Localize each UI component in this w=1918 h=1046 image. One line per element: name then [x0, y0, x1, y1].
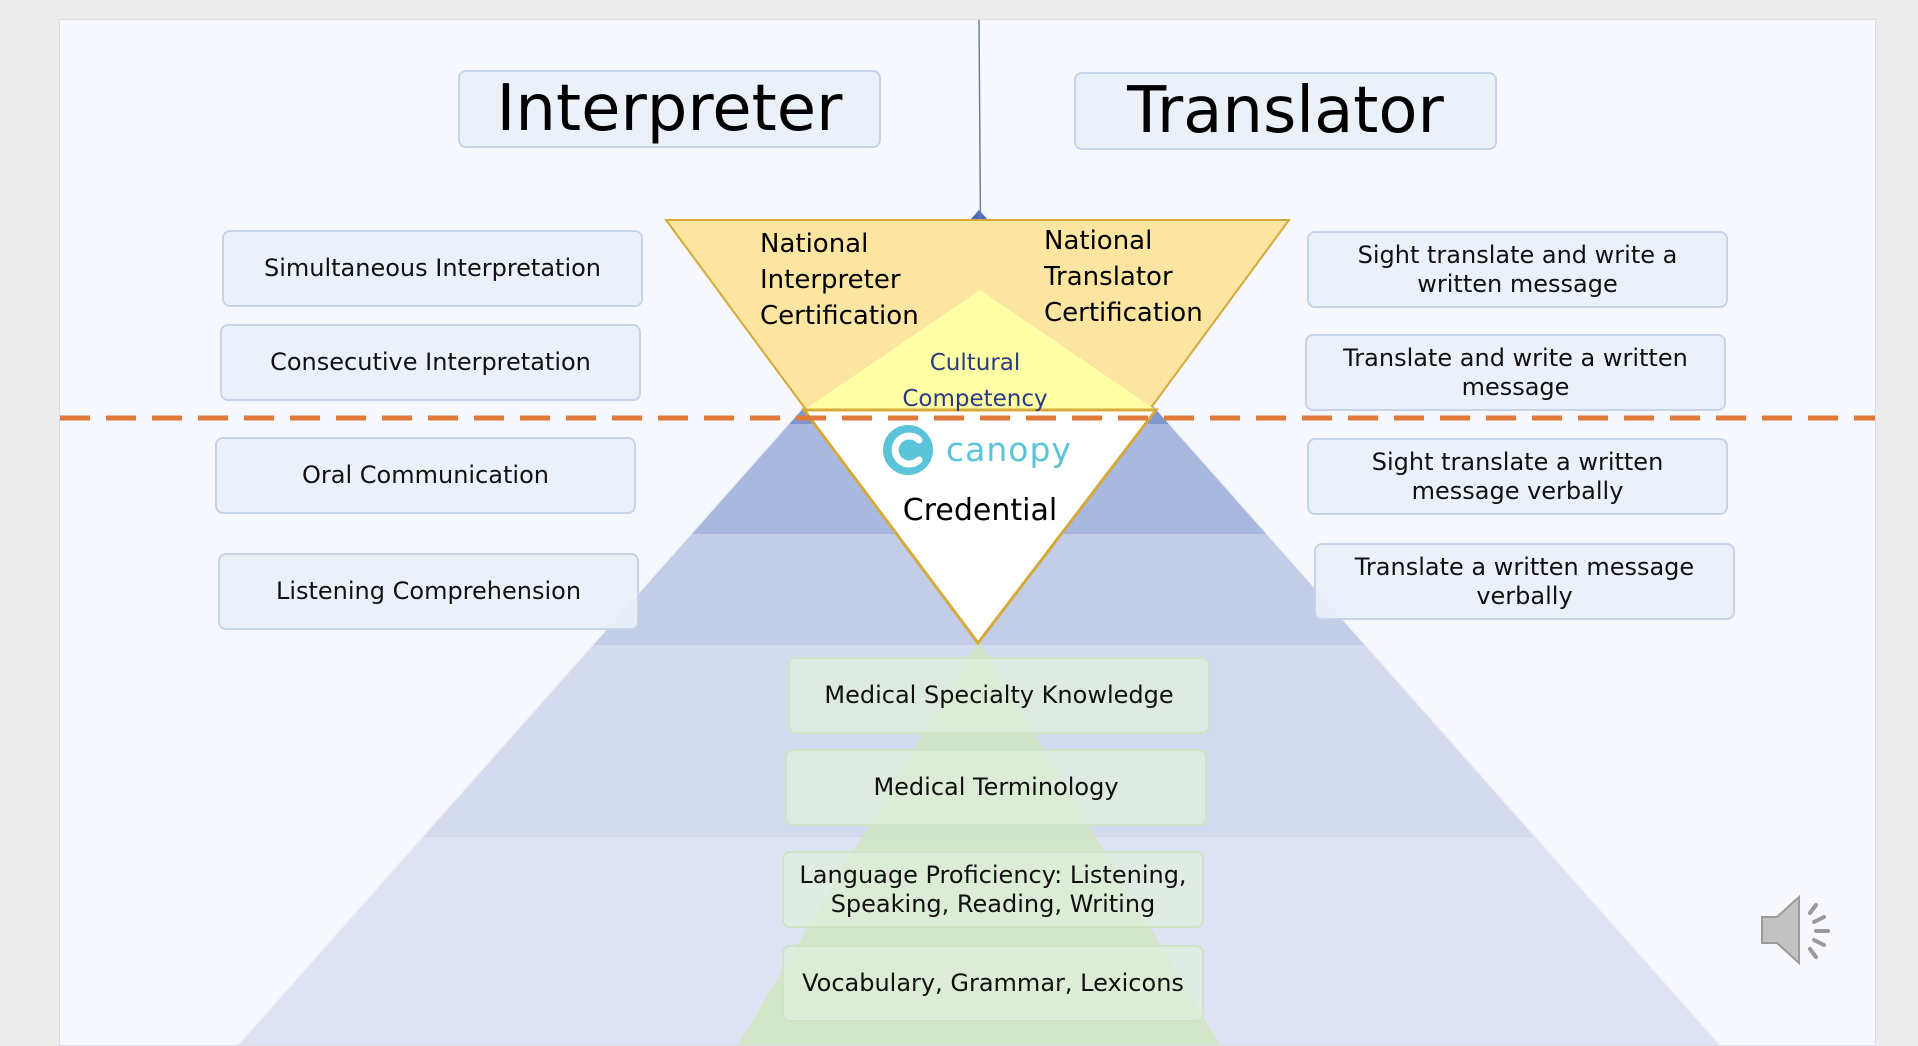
canopy-logo-icon [883, 425, 933, 475]
pyramid-diagram: canopy [60, 20, 1875, 1045]
interpreter-skill-simultaneous: Simultaneous Interpretation [222, 230, 643, 307]
national-interpreter-certification-text: National Interpreter Certification [760, 229, 919, 331]
interpreter-header: Interpreter [458, 70, 881, 148]
translator-skill-sight-write: Sight translate and write a written mess… [1307, 231, 1728, 308]
interpreter-skill-listening: Listening Comprehension [218, 553, 639, 630]
translator-header: Translator [1074, 72, 1497, 150]
slide: canopy Interpreter Translator National I… [59, 19, 1876, 1046]
interpreter-skill-oral-communication: Oral Communication [215, 437, 636, 514]
foundation-vocabulary-grammar: Vocabulary, Grammar, Lexicons [782, 945, 1204, 1022]
cultural-competency-text: Cultural Competency [902, 350, 1048, 412]
foundation-medical-specialty: Medical Specialty Knowledge [788, 657, 1210, 734]
cultural-competency-triangle [804, 290, 1156, 410]
foundation-triangle [738, 640, 1220, 1045]
canopy-brand-text: canopy [946, 430, 1072, 469]
foundation-language-proficiency: Language Proficiency: Listening, Speakin… [782, 851, 1204, 928]
interpreter-skill-consecutive: Consecutive Interpretation [220, 324, 641, 401]
credential-label: Credential [902, 493, 1058, 528]
speaker-volume-icon[interactable] [1761, 894, 1830, 966]
national-translator-certification-text: National Translator Certification [1044, 226, 1203, 328]
translator-skill-sight-verbal: Sight translate a written message verbal… [1307, 438, 1728, 515]
translator-skill-translate-write: Translate and write a written message [1305, 334, 1726, 411]
foundation-medical-terminology: Medical Terminology [785, 749, 1207, 826]
translator-skill-translate-verbal: Translate a written message verbally [1314, 543, 1735, 620]
